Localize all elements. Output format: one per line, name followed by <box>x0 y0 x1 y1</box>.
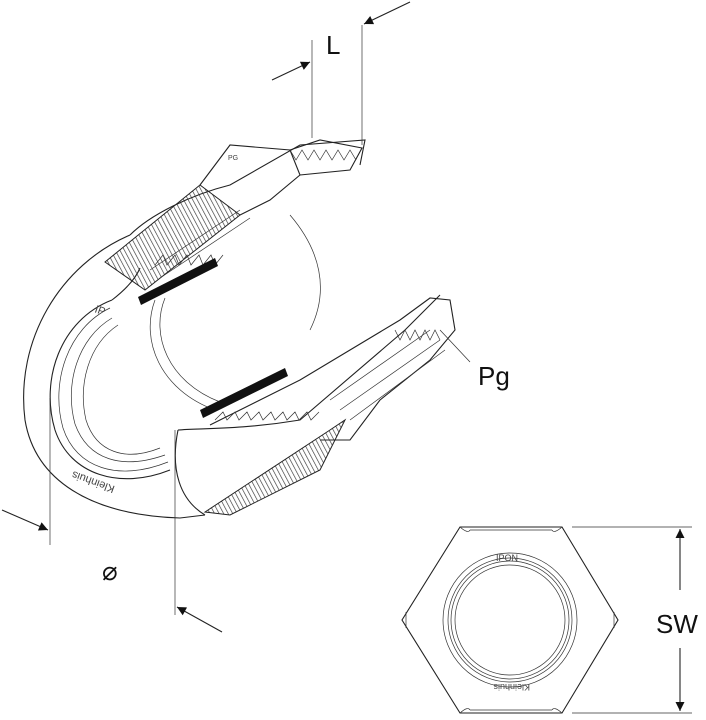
length-label: L <box>326 30 340 60</box>
diameter-dimension: ⌀ <box>1 398 223 633</box>
bottom-seal-insert <box>200 368 288 418</box>
ring-face-outer <box>49 299 171 480</box>
hex-nut-end-view: IPON Kleinhuis <box>401 526 619 714</box>
hex-bottom-emboss: Kleinhuis <box>493 682 530 692</box>
wrench-size-label: SW <box>656 609 698 639</box>
hex-top-emboss: IPON <box>496 553 518 563</box>
outer-ring <box>23 234 206 519</box>
thread-label: Pg <box>478 361 510 391</box>
bottom-thread-teeth <box>394 329 441 341</box>
diameter-label: ⌀ <box>102 556 118 586</box>
wrench-size-dimension: SW <box>572 526 698 714</box>
length-dimension: L <box>271 1 411 145</box>
thread-mark-emboss: PG <box>228 155 238 162</box>
top-seal-insert <box>138 258 218 305</box>
bore-far-edge <box>149 299 216 411</box>
gland-cutaway-view: IP Kleinhuis PG <box>23 139 456 519</box>
thread-dimension: Pg <box>439 329 510 391</box>
bottom-knurl <box>203 418 347 516</box>
top-thread-teeth <box>289 149 357 161</box>
ring-top-emboss: IP <box>93 304 107 319</box>
